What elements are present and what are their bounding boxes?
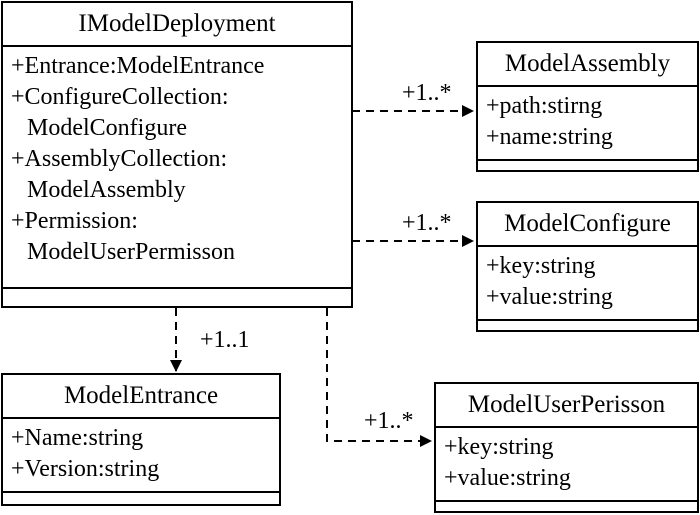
multiplicity-assembly: +1..* — [402, 80, 452, 106]
multiplicity-configure: +1..* — [402, 210, 452, 236]
attribute: +ConfigureCollection: — [11, 84, 229, 110]
class-name: ModelEntrance — [3, 375, 279, 419]
attribute: +value:string — [444, 465, 571, 491]
class-modelassembly: ModelAssembly +path:stirng +name:string — [476, 41, 699, 172]
attribute: +Version:string — [11, 456, 160, 482]
attribute: +Permission: — [11, 208, 138, 234]
attribute: +AssemblyCollection: — [11, 146, 228, 172]
class-name: ModelUserPerisson — [436, 384, 697, 428]
attribute: +value:string — [486, 284, 613, 310]
class-modelentrance: ModelEntrance +Name:string +Version:stri… — [1, 373, 281, 506]
attribute-type: ModelAssembly — [27, 177, 186, 203]
class-modelconfigure: ModelConfigure +key:string +value:string — [476, 201, 699, 332]
multiplicity-entrance: +1..1 — [200, 327, 250, 353]
attribute: +path:stirng — [486, 93, 603, 119]
class-modeluserperisson: ModelUserPerisson +key:string +value:str… — [434, 382, 699, 513]
class-attributes: +Name:string +Version:string — [3, 419, 279, 493]
class-name: IModelDeployment — [3, 3, 351, 47]
class-attributes: +key:string +value:string — [436, 428, 697, 502]
attribute-type: ModelConfigure — [27, 115, 187, 141]
attribute: +Entrance:ModelEntrance — [11, 53, 265, 79]
attribute: +key:string — [486, 253, 596, 279]
class-attributes: +path:stirng +name:string — [478, 87, 697, 161]
attribute: +name:string — [486, 124, 613, 150]
class-name: ModelConfigure — [478, 203, 697, 247]
class-imodeldeployment: IModelDeployment +Entrance:ModelEntrance… — [1, 1, 353, 308]
dependency-to-permission — [326, 308, 432, 447]
attribute: +key:string — [444, 434, 554, 460]
class-attributes: +Entrance:ModelEntrance +ConfigureCollec… — [3, 47, 351, 289]
attribute: +Name:string — [11, 425, 144, 451]
class-name: ModelAssembly — [478, 43, 697, 87]
class-attributes: +key:string +value:string — [478, 247, 697, 321]
multiplicity-permission: +1..* — [364, 408, 414, 434]
attribute-type: ModelUserPermisson — [27, 239, 235, 265]
